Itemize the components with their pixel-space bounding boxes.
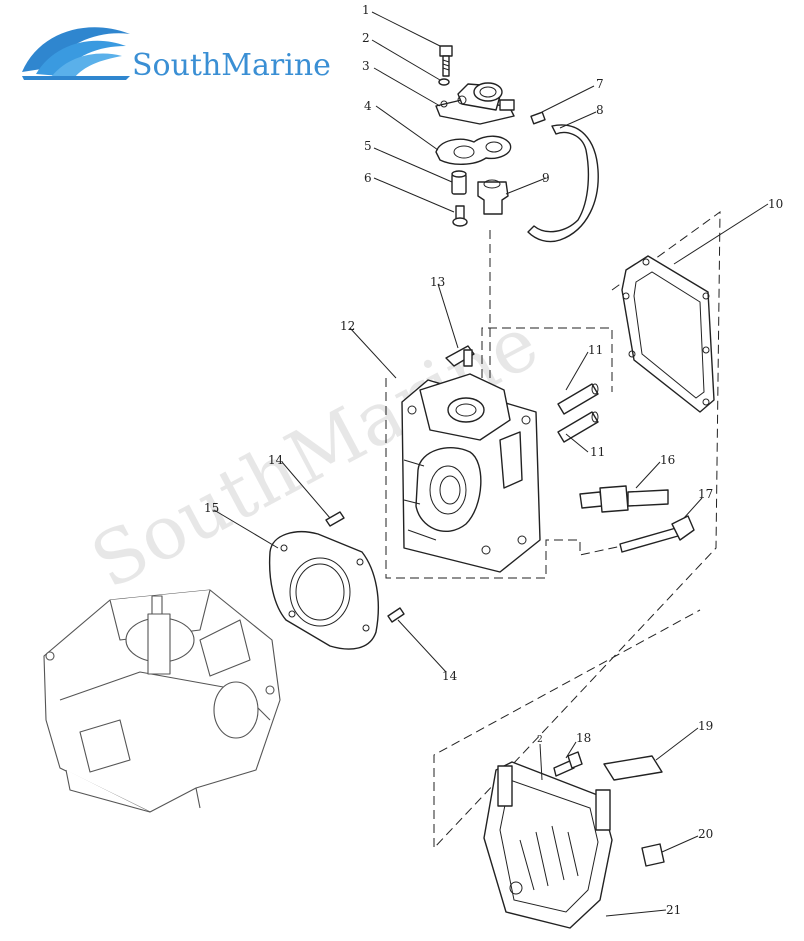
callout-16: 16 bbox=[660, 453, 675, 467]
callout-14-lower: 14 bbox=[442, 669, 458, 683]
brand-name: SouthMarine bbox=[132, 48, 331, 83]
callout-6: 6 bbox=[364, 171, 372, 185]
callout-14-upper: 14 bbox=[268, 453, 284, 467]
callout-4: 4 bbox=[364, 99, 372, 113]
assembly-boundary-lines bbox=[385, 211, 721, 850]
part-7-fitting bbox=[530, 111, 546, 125]
leader-lines bbox=[213, 11, 769, 917]
part-1-bolt bbox=[439, 45, 453, 77]
callout-2: 2 bbox=[362, 31, 370, 45]
part-11-sleeves bbox=[557, 383, 599, 443]
callout-2-lower: 2 bbox=[537, 735, 543, 745]
crankcase-block bbox=[43, 589, 281, 813]
part-6-screw bbox=[452, 205, 468, 227]
wave-icon bbox=[22, 27, 130, 80]
callout-9: 9 bbox=[542, 171, 550, 185]
part-19-label bbox=[603, 755, 663, 781]
callout-11-upper: 11 bbox=[588, 343, 603, 357]
callout-19: 19 bbox=[698, 719, 713, 733]
callout-5: 5 bbox=[364, 139, 372, 153]
callout-13: 13 bbox=[430, 275, 445, 289]
callout-3: 3 bbox=[362, 59, 370, 73]
callout-12: 12 bbox=[340, 319, 355, 333]
callout-11-lower: 11 bbox=[590, 445, 605, 459]
part-18-screw bbox=[553, 751, 583, 777]
callout-7: 7 bbox=[596, 77, 604, 91]
part-12-cylinder-head bbox=[401, 373, 541, 573]
part-9-thermostat bbox=[477, 179, 509, 215]
callout-15: 15 bbox=[204, 501, 219, 515]
callout-18: 18 bbox=[576, 731, 591, 745]
callout-labels: 1 2 3 4 5 6 7 8 9 10 11 11 12 13 14 14 1… bbox=[204, 3, 783, 917]
part-4-gasket bbox=[435, 135, 512, 165]
part-2-washer bbox=[438, 78, 450, 86]
part-17-long-bolt bbox=[619, 515, 695, 553]
callout-8: 8 bbox=[596, 103, 604, 117]
callout-21: 21 bbox=[666, 903, 681, 917]
part-14-dowel-pins bbox=[325, 511, 405, 623]
part-5-collar bbox=[451, 170, 467, 195]
part-3-fuel-pump bbox=[435, 82, 515, 125]
part-21-cover bbox=[483, 761, 613, 929]
callout-1: 1 bbox=[362, 3, 370, 17]
part-8-fuel-hose bbox=[527, 124, 599, 243]
callout-20: 20 bbox=[698, 827, 713, 841]
part-16-spark-plug bbox=[579, 485, 669, 513]
callout-10: 10 bbox=[768, 197, 783, 211]
part-15-head-gasket bbox=[268, 531, 379, 650]
part-20-label bbox=[641, 843, 665, 867]
part-10-cover-gasket bbox=[621, 255, 715, 413]
part-13-nipple bbox=[445, 345, 475, 367]
brand-logo: SouthMarine bbox=[22, 27, 331, 83]
callout-17: 17 bbox=[698, 487, 713, 501]
